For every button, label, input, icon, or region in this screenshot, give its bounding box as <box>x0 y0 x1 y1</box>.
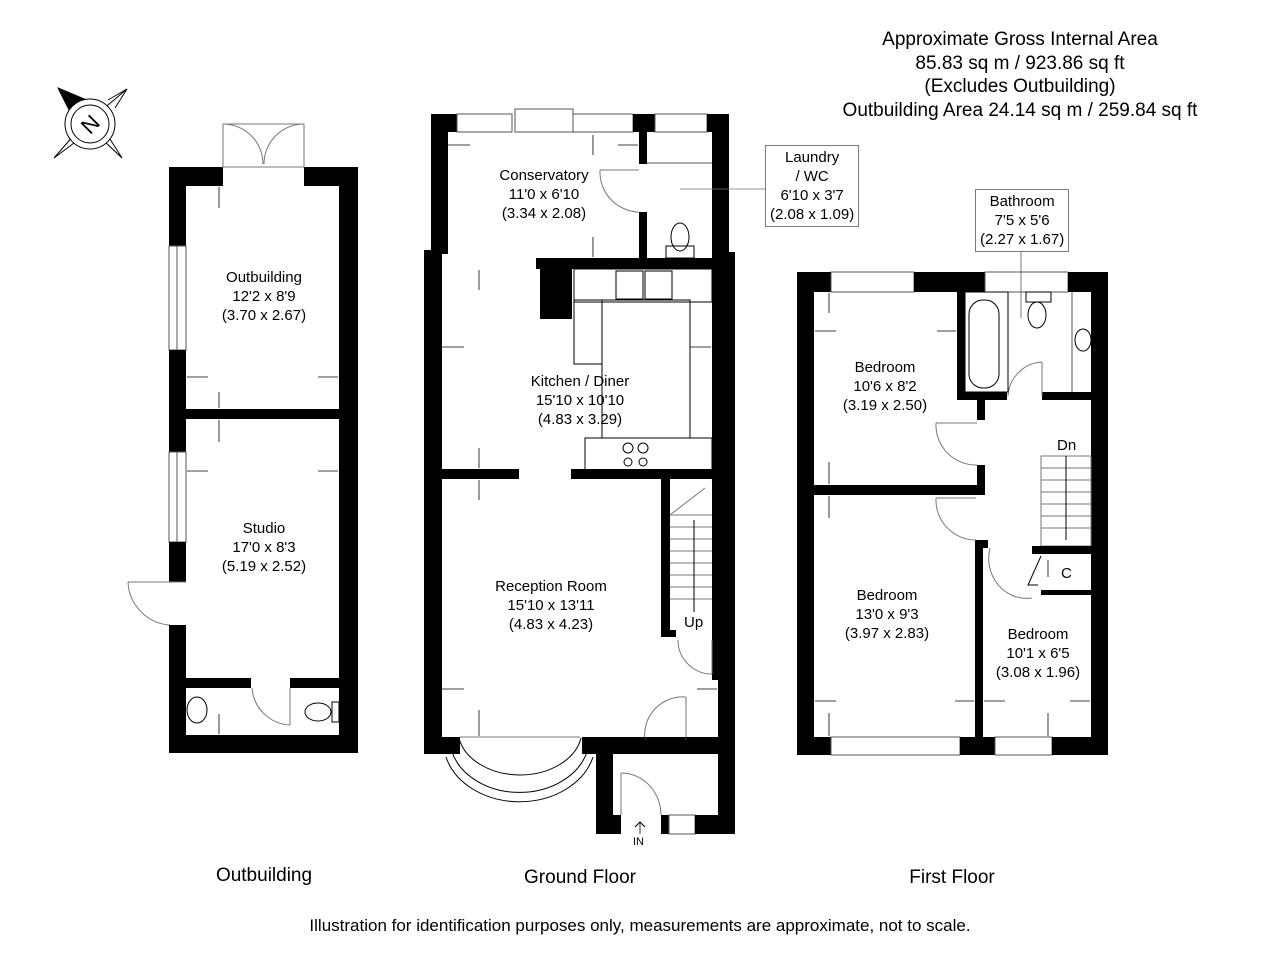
outbuilding-area: Outbuilding Area 24.14 sq m / 259.84 sq … <box>842 99 1198 121</box>
room-label-bedroom-1: Bedroom 10'6 x 8'2 (3.19 x 2.50) <box>842 359 928 414</box>
outbuilding-plan <box>127 123 358 753</box>
callout-bathroom: Bathroom 7'5 x 5'6 (2.27 x 1.67) <box>975 189 1070 252</box>
room-label-outbuilding: Outbuilding 12'2 x 8'9 (3.70 x 2.67) <box>221 269 307 324</box>
compass-north-icon: N <box>53 87 128 159</box>
room-label-kitchen-diner: Kitchen / Diner 15'10 x 10'10 (4.83 x 3.… <box>530 373 630 428</box>
area-exclusion-note: (Excludes Outbuilding) <box>924 76 1116 97</box>
floor-title-ground-floor: Ground Floor <box>524 867 636 888</box>
room-label-bedroom-3: Bedroom 10'1 x 6'5 (3.08 x 1.96) <box>995 626 1081 681</box>
gross-internal-area: 85.83 sq m / 923.86 sq ft <box>915 52 1125 74</box>
floor-title-first-floor: First Floor <box>909 867 995 888</box>
area-summary-title: Approximate Gross Internal Area <box>882 29 1158 50</box>
disclaimer: Illustration for identification purposes… <box>309 916 971 935</box>
stairs-down-label: Dn <box>1057 437 1077 454</box>
stairs-up-label: Up <box>684 614 704 631</box>
room-label-studio: Studio 17'0 x 8'3 (5.19 x 2.52) <box>221 520 307 575</box>
entrance-label: IN <box>633 836 644 848</box>
callout-laundry-wc: Laundry / WC 6'10 x 3'7 (2.08 x 1.09) <box>765 145 860 227</box>
ground-floor-plan <box>424 108 765 835</box>
room-label-bedroom-2: Bedroom 13'0 x 9'3 (3.97 x 2.83) <box>844 587 930 642</box>
room-label-reception-room: Reception Room 15'10 x 13'11 (4.83 x 4.2… <box>495 578 607 633</box>
area-summary: Approximate Gross Internal Area 85.83 sq… <box>800 28 1240 122</box>
room-label-conservatory: Conservatory 11'0 x 6'10 (3.34 x 2.08) <box>499 167 589 222</box>
first-floor-plan <box>797 251 1108 756</box>
floor-title-outbuilding: Outbuilding <box>215 865 313 886</box>
cupboard-label: C <box>1061 565 1072 582</box>
